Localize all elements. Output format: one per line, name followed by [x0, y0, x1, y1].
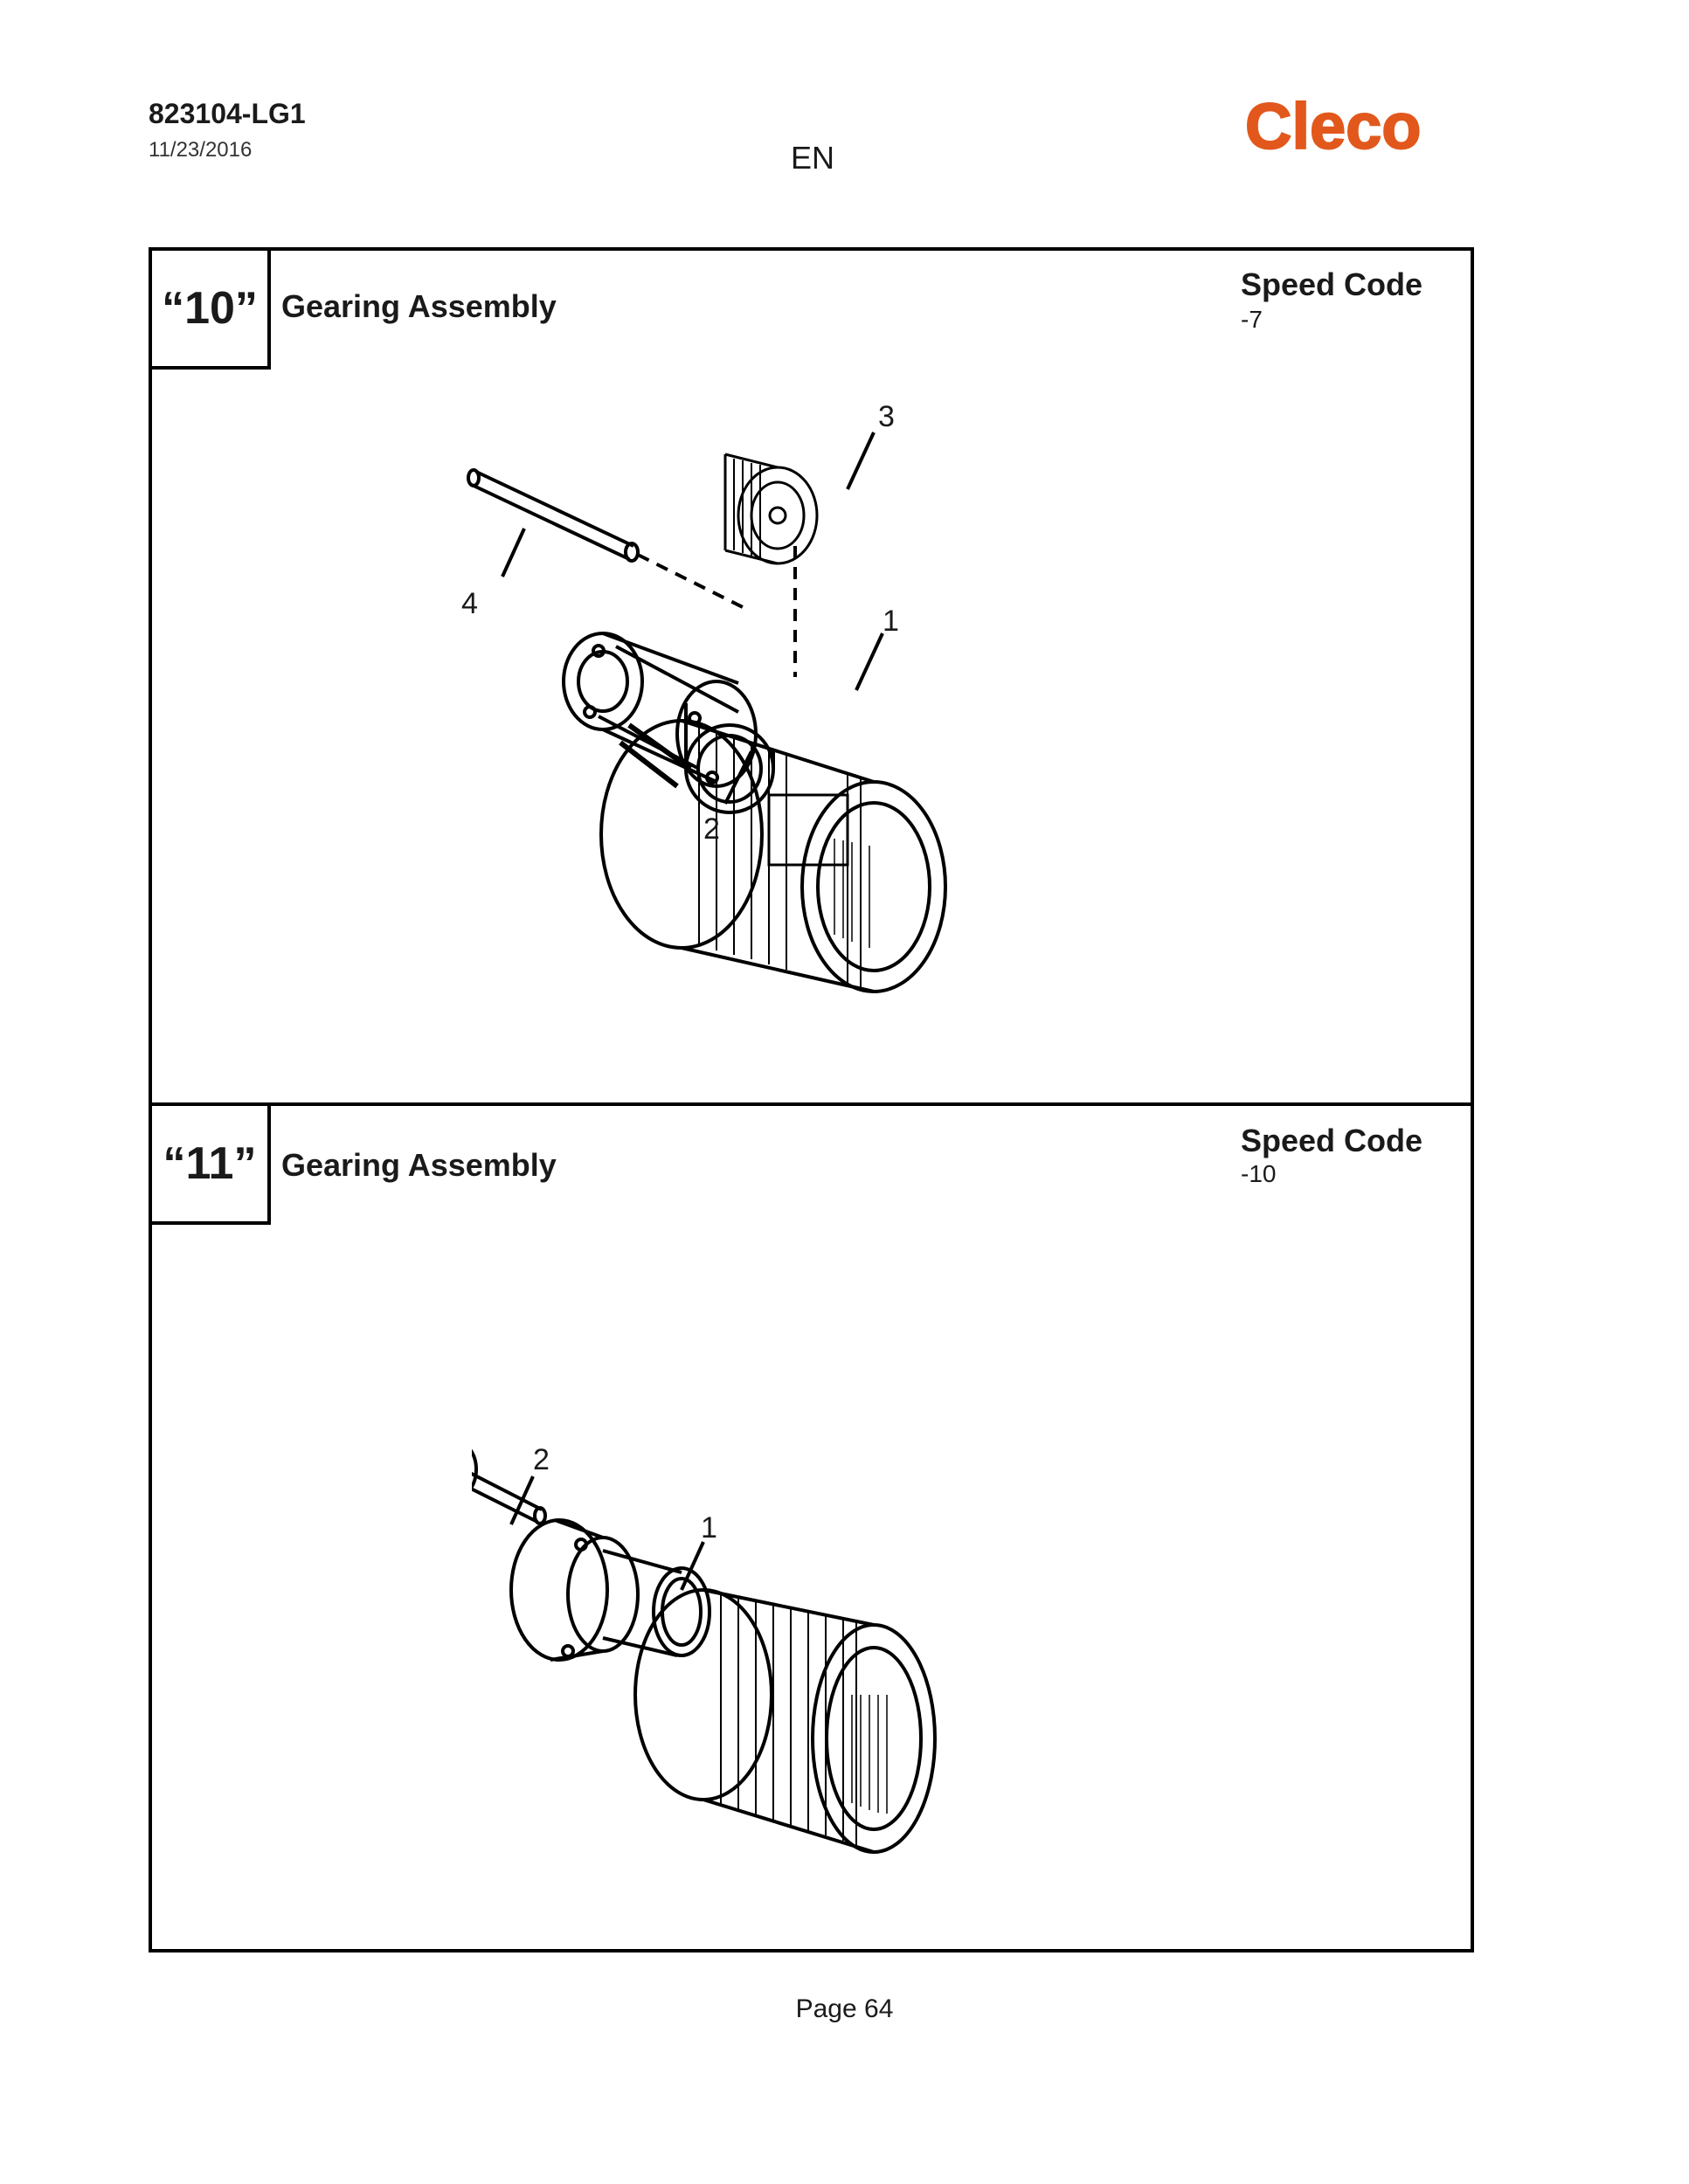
speed-code-label: Speed Code [1241, 266, 1423, 302]
section-title: Gearing Assembly [281, 1147, 557, 1183]
language-code: EN [791, 140, 835, 176]
callout-number: 1 [883, 605, 899, 638]
callout-number: 2 [533, 1443, 550, 1476]
page-number: Page 64 [795, 1994, 894, 2023]
callout-number: 2 [703, 812, 720, 846]
flange-part-icon [509, 1518, 711, 1662]
housing-part-icon [599, 719, 947, 993]
section-tag: “11” [163, 1138, 257, 1189]
leader-lines [509, 1476, 705, 1591]
callout-number: 3 [878, 400, 895, 433]
document-id: 823104-LG1 [149, 98, 306, 129]
pin-part-icon [472, 1471, 547, 1525]
section-tag: “10” [162, 283, 258, 334]
section-divider [149, 1102, 1474, 1106]
cleco-logo: Cleco [1245, 89, 1422, 163]
speed-code-label: Speed Code [1241, 1123, 1423, 1158]
carrier-part-icon [562, 632, 775, 814]
speed-code-value: -10 [1241, 1160, 1277, 1187]
speed-code-value: -7 [1241, 306, 1263, 333]
alignment-line [637, 546, 797, 677]
housing-part-icon [633, 1588, 937, 1854]
page-frame [149, 247, 1474, 1952]
callout-number: 4 [461, 587, 478, 620]
exploded-diagram-11: 1 2 3 4 5 [472, 1443, 937, 1854]
document-date: 11/23/2016 [149, 138, 253, 162]
logo-text: Cleco [1245, 90, 1422, 162]
section-tag-box: “11” [152, 1106, 271, 1225]
callout-number: 1 [701, 1511, 717, 1545]
leader-lines [501, 432, 884, 805]
exploded-diagram-10: 1 2 3 4 [461, 400, 947, 993]
section-tag-box: “10” [152, 251, 271, 370]
bushing-part-icon [472, 1448, 478, 1490]
pinion-gear-icon [723, 453, 819, 565]
pin-part-icon [467, 468, 640, 563]
section-title: Gearing Assembly [281, 288, 557, 324]
